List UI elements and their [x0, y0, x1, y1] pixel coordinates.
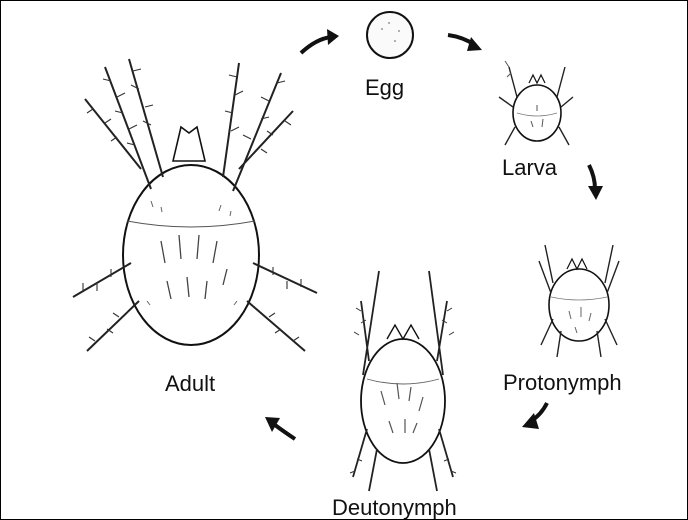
- arrow-protonymph-to-deutonymph-icon: [522, 403, 547, 429]
- adult-illustration: [73, 59, 317, 351]
- arrow-larva-to-protonymph-icon: [588, 165, 603, 200]
- stage-label-larva: Larva: [502, 157, 557, 179]
- stage-label-adult: Adult: [165, 373, 215, 395]
- stage-label-protonymph: Protonymph: [503, 372, 622, 394]
- egg-illustration: [367, 12, 413, 58]
- stage-label-deutonymph: Deutonymph: [332, 497, 457, 519]
- larva-illustration: [499, 61, 573, 145]
- arrow-deutonymph-to-adult-icon: [265, 417, 295, 439]
- deutonymph-illustration: [350, 271, 456, 491]
- stage-label-egg: Egg: [365, 77, 404, 99]
- arrow-adult-to-egg-icon: [301, 29, 339, 53]
- arrow-egg-to-larva-icon: [448, 35, 482, 51]
- protonymph-illustration: [539, 245, 619, 357]
